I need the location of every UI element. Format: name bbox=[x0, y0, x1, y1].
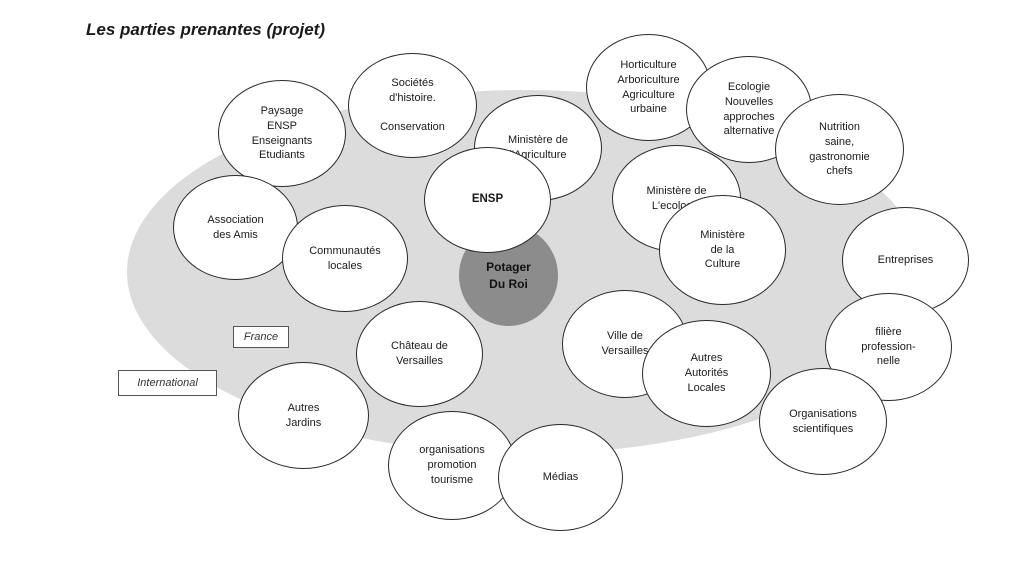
node-chateau-versailles: Château de Versailles bbox=[356, 301, 483, 407]
node-societes-histoire: Sociétés d'histoire. Conservation bbox=[348, 53, 477, 158]
node-ensp: ENSP bbox=[424, 147, 551, 253]
node-autres-autorites-locales: Autres Autorités Locales bbox=[642, 320, 771, 427]
node-ministere-culture: Ministère de la Culture bbox=[659, 195, 786, 305]
page-title: Les parties prenantes (projet) bbox=[86, 20, 326, 39]
node-organisations-scientifiques: Organisations scientifiques bbox=[759, 368, 887, 475]
node-organisations-tourisme: organisations promotion tourisme bbox=[388, 411, 516, 520]
international-scope-label: International bbox=[118, 370, 217, 396]
node-medias: Médias bbox=[498, 424, 623, 531]
node-paysage-ensp: Paysage ENSP Enseignants Etudiants bbox=[218, 80, 346, 187]
node-autres-jardins: Autres Jardins bbox=[238, 362, 369, 469]
node-association-amis: Association des Amis bbox=[173, 175, 298, 280]
node-communautes-locales: Communautés locales bbox=[282, 205, 408, 312]
france-scope-label: France bbox=[233, 326, 289, 348]
node-nutrition: Nutrition saine, gastronomie chefs bbox=[775, 94, 904, 205]
